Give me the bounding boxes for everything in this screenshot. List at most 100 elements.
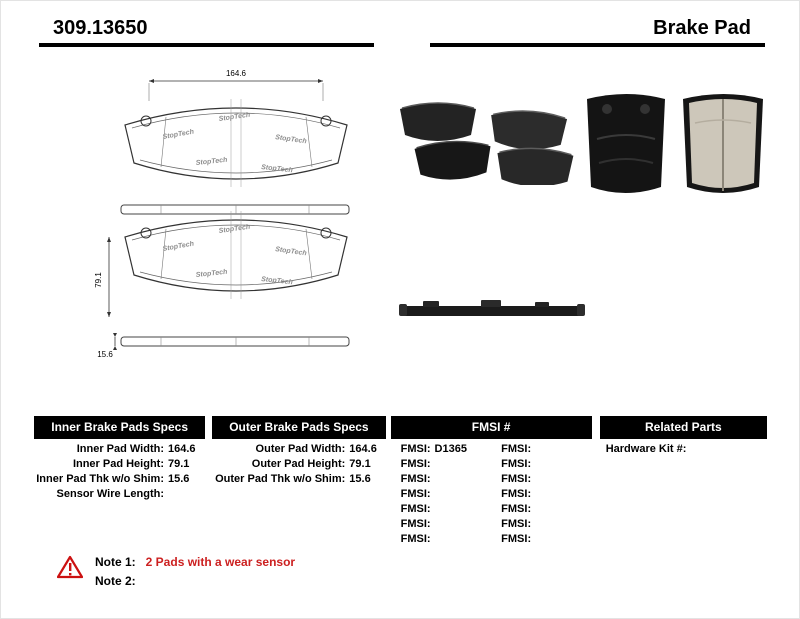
spec-value: 79.1 xyxy=(168,458,190,470)
fmsi-row: FMSI: FMSI: xyxy=(391,472,592,487)
fmsi-row: FMSI: FMSI: xyxy=(391,532,592,547)
dimension-thickness-label: 15.6 xyxy=(97,350,113,359)
fmsi-header: FMSI # xyxy=(390,416,592,439)
fmsi-value xyxy=(531,442,535,457)
fmsi-row: FMSI: FMSI: xyxy=(391,517,592,532)
spec-value xyxy=(164,487,168,502)
fmsi-label: FMSI: xyxy=(501,458,532,470)
spec-label: Inner Pad Width: xyxy=(76,443,164,455)
pad-edge-view-top xyxy=(120,204,350,215)
note-2-label: Note 2: xyxy=(95,574,136,588)
spec-label: Sensor Wire Length: xyxy=(56,488,164,500)
fmsi-label: FMSI: xyxy=(501,503,532,515)
svg-text:StopTech: StopTech xyxy=(195,157,227,167)
note-1-text: 2 Pads with a wear sensor xyxy=(145,555,296,569)
note-1-label: Note 1: xyxy=(95,555,136,569)
fmsi-label: FMSI: xyxy=(400,518,431,530)
pad-watermarks-bottom: StopTech StopTech StopTech StopTech Stop… xyxy=(162,224,307,287)
fmsi-value: D1365 xyxy=(434,443,467,455)
spec-row-outer-width: Outer Pad Width: 164.6 xyxy=(212,442,385,457)
svg-text:StopTech: StopTech xyxy=(162,241,194,253)
spec-row-inner-thk: Inner Pad Thk w/o Shim: 15.6 xyxy=(34,472,205,487)
outer-specs-header: Outer Brake Pads Specs xyxy=(212,416,386,439)
svg-text:StopTech: StopTech xyxy=(162,129,194,141)
spec-label: Inner Pad Thk w/o Shim: xyxy=(36,473,164,485)
pad-photo-1 xyxy=(400,102,476,141)
fmsi-value xyxy=(431,502,435,517)
dimension-height-label: 79.1 xyxy=(94,272,103,288)
fmsi-value xyxy=(431,532,435,547)
fmsi-row: FMSI: FMSI: xyxy=(391,502,592,517)
notes-section: Note 1: 2 Pads with a wear sensor Note 2… xyxy=(57,553,295,591)
note-2: Note 2: xyxy=(95,572,295,591)
svg-text:StopTech: StopTech xyxy=(275,134,307,145)
fmsi-row: FMSI: FMSI: xyxy=(391,487,592,502)
pad-outline-top xyxy=(124,98,348,188)
fmsi-label: FMSI: xyxy=(400,473,431,485)
spec-label: Inner Pad Height: xyxy=(72,458,164,470)
fmsi-label: FMSI: xyxy=(400,488,431,500)
pad-photo-3 xyxy=(414,140,491,180)
pad-friction-photo xyxy=(683,94,763,193)
technical-drawing: 164.6 StopTech StopTech StopTech StopTec… xyxy=(94,69,350,359)
spec-value: 164.6 xyxy=(349,443,377,455)
product-photo-pad-set xyxy=(400,102,574,185)
fmsi-label: FMSI: xyxy=(400,503,431,515)
svg-text:StopTech: StopTech xyxy=(218,224,250,235)
spec-label: Outer Pad Width: xyxy=(255,443,346,455)
pad-edge-view-bottom xyxy=(120,336,350,347)
fmsi-label: FMSI: xyxy=(501,488,532,500)
spec-value: 79.1 xyxy=(349,458,371,470)
fmsi-value xyxy=(431,517,435,532)
spec-row-outer-height: Outer Pad Height: 79.1 xyxy=(212,457,385,472)
fmsi-label: FMSI: xyxy=(400,533,431,545)
spec-row-hardware-kit: Hardware Kit #: xyxy=(600,442,767,457)
fmsi-value xyxy=(431,487,435,502)
product-photo-side-profile xyxy=(399,300,585,316)
note-1: Note 1: 2 Pads with a wear sensor xyxy=(95,553,295,572)
fmsi-value xyxy=(431,457,435,472)
spec-row-inner-height: Inner Pad Height: 79.1 xyxy=(34,457,205,472)
spec-row-inner-width: Inner Pad Width: 164.6 xyxy=(34,442,205,457)
fmsi-value xyxy=(531,487,535,502)
fmsi-value xyxy=(531,532,535,547)
fmsi-label: FMSI: xyxy=(400,458,431,470)
spec-row-sensor-wire: Sensor Wire Length: xyxy=(34,487,205,502)
inner-specs-column: Inner Brake Pads Specs Inner Pad Width: … xyxy=(34,416,206,547)
fmsi-label: FMSI: xyxy=(501,533,532,545)
product-photo-pad-pair xyxy=(587,94,763,193)
pad-photo-2 xyxy=(491,110,568,150)
fmsi-value xyxy=(531,472,535,487)
fmsi-value xyxy=(431,472,435,487)
spec-value: 15.6 xyxy=(349,473,371,485)
spec-value: 164.6 xyxy=(168,443,196,455)
outer-specs-column: Outer Brake Pads Specs Outer Pad Width: … xyxy=(212,416,386,547)
inner-specs-header: Inner Brake Pads Specs xyxy=(34,416,206,439)
fmsi-row: FMSI: FMSI: xyxy=(391,457,592,472)
spec-value xyxy=(686,442,690,457)
pad-watermarks-top: StopTech StopTech StopTech StopTech Stop… xyxy=(162,112,307,175)
product-type-title: Brake Pad xyxy=(430,17,765,47)
fmsi-value xyxy=(531,502,535,517)
spec-value: 15.6 xyxy=(168,473,190,485)
spec-table: Inner Brake Pads Specs Inner Pad Width: … xyxy=(34,416,767,547)
svg-text:StopTech: StopTech xyxy=(261,276,293,286)
fmsi-row: FMSI:D1365 FMSI: xyxy=(391,442,592,457)
fmsi-value xyxy=(531,517,535,532)
spec-label: Outer Pad Height: xyxy=(251,458,346,470)
pad-photo-4 xyxy=(497,147,574,185)
related-parts-header: Related Parts xyxy=(599,416,767,439)
pad-backplate-photo xyxy=(587,94,665,193)
fmsi-label: FMSI: xyxy=(501,473,532,485)
fmsi-column: FMSI # FMSI:D1365 FMSI: FMSI: FMSI: FMSI… xyxy=(390,416,592,547)
fmsi-value xyxy=(531,457,535,472)
spec-label: Outer Pad Thk w/o Shim: xyxy=(215,473,346,485)
svg-text:StopTech: StopTech xyxy=(261,164,293,174)
spec-row-outer-thk: Outer Pad Thk w/o Shim: 15.6 xyxy=(212,472,385,487)
warning-icon xyxy=(57,555,83,579)
svg-text:StopTech: StopTech xyxy=(195,269,227,279)
pad-outline-bottom xyxy=(124,210,348,300)
svg-text:StopTech: StopTech xyxy=(218,112,250,123)
part-number: 309.13650 xyxy=(39,17,374,47)
